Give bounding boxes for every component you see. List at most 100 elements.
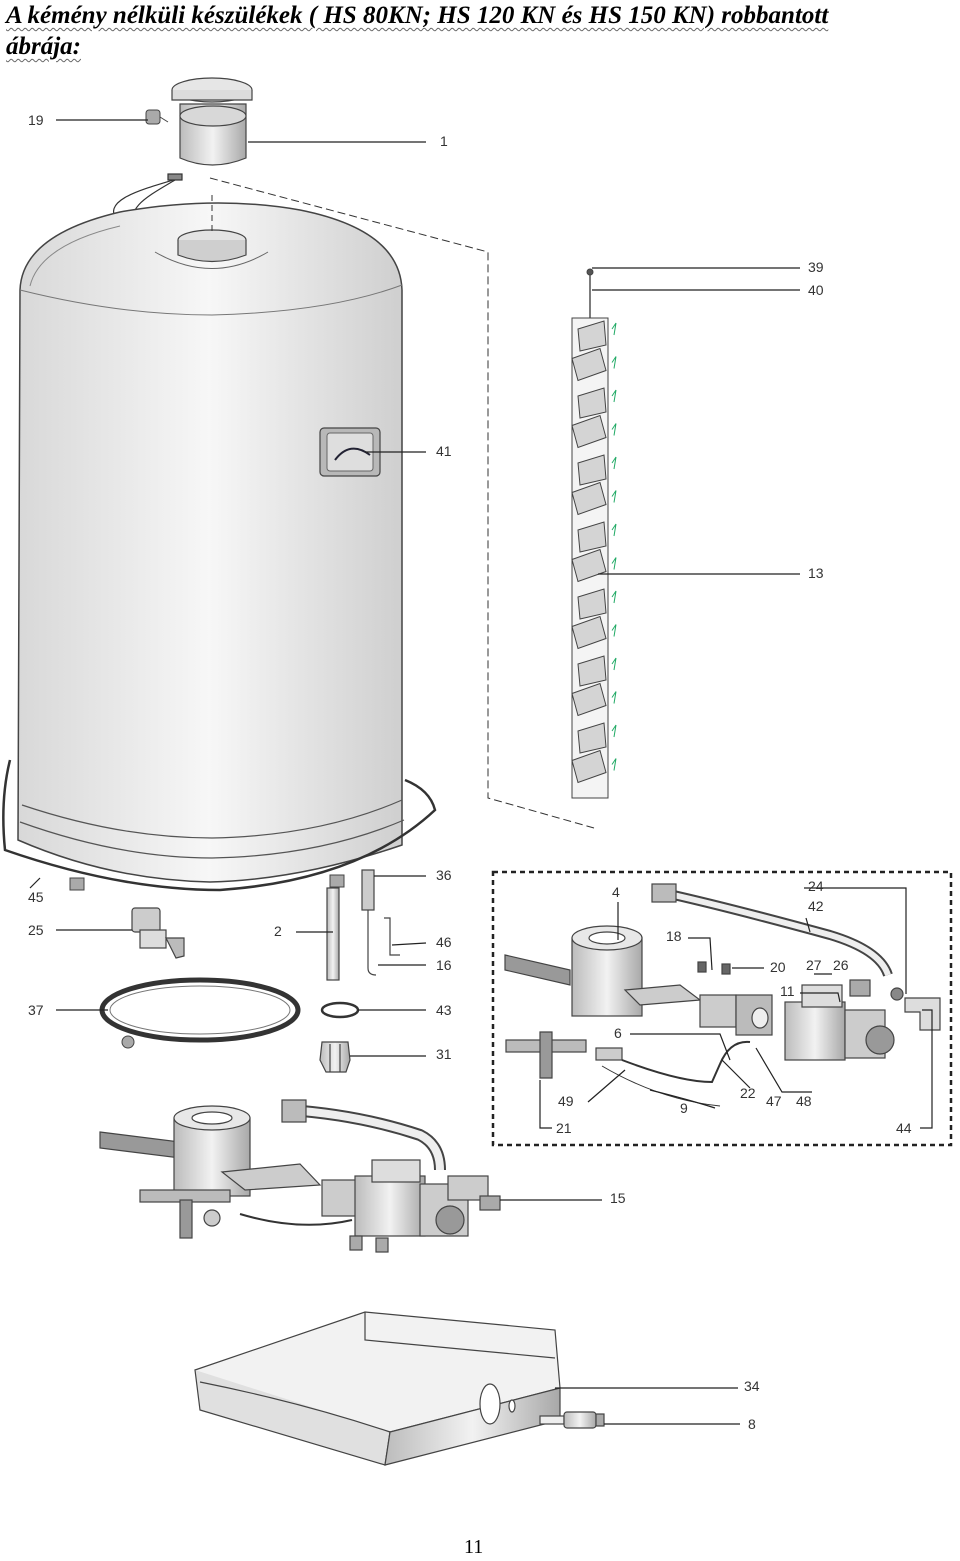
sensor-part (145, 109, 169, 125)
baffle-fin (571, 548, 607, 583)
label-49: 49 (558, 1093, 574, 1109)
label-4: 4 (612, 884, 620, 900)
baffle-fin (577, 521, 607, 553)
label-39: 39 (808, 259, 824, 275)
baffle-fin-tip (611, 389, 617, 403)
drain-valve (131, 907, 185, 959)
baffle-fin (571, 682, 607, 717)
gasket-ring (320, 1001, 360, 1019)
leader-lines (29, 119, 933, 1425)
label-46: 46 (436, 934, 452, 950)
baffle-fin-tip (611, 758, 617, 771)
nut-fitting (319, 1041, 351, 1073)
baffle-fin-tip (611, 657, 617, 671)
label-11: 11 (780, 983, 795, 999)
anode-rod (326, 887, 340, 981)
baffle-fin-tip (611, 624, 617, 637)
baffle-fin-tip (611, 691, 617, 704)
leader-line (721, 1059, 751, 1089)
baffle-fin (577, 722, 607, 754)
leader-line (649, 1089, 716, 1109)
base-ring (99, 977, 301, 1049)
label-26: 26 (833, 957, 849, 973)
title-line-1: A kémény nélküli készülékek ( HS 80KN; H… (6, 2, 829, 29)
title-line-2: ábrája: (6, 33, 81, 60)
label-2: 2 (274, 923, 282, 939)
baffle-fin-tip (611, 490, 617, 503)
leader-line (587, 1069, 626, 1103)
burner-assembly-variant (504, 883, 941, 1107)
baffle-fin (571, 414, 607, 449)
part-labels: 19 1 39 40 41 13 45 36 25 2 46 16 37 43 … (28, 112, 912, 1432)
label-27: 27 (806, 957, 822, 973)
label-42: 42 (808, 898, 824, 914)
thermometer-gauge (319, 427, 381, 477)
leader-line (630, 1033, 731, 1061)
page-number: 11 (464, 1536, 484, 1558)
leader-line (539, 1080, 552, 1129)
label-20: 20 (770, 959, 786, 975)
leader-line (29, 877, 41, 889)
label-15: 15 (610, 1190, 626, 1206)
leader-line (805, 917, 811, 933)
baffle-fin (571, 481, 607, 516)
burner-assembly (99, 1099, 501, 1253)
baffle-strip (571, 268, 617, 799)
label-44: 44 (896, 1120, 912, 1136)
label-48: 48 (796, 1093, 812, 1109)
baffle-fin-tip (611, 423, 617, 436)
leader-line (688, 937, 713, 971)
label-8: 8 (748, 1416, 756, 1432)
bracket-46 (384, 917, 400, 956)
label-9: 9 (680, 1100, 688, 1116)
variant-parts-box (491, 870, 953, 1147)
label-1: 1 (440, 133, 448, 149)
label-43: 43 (436, 1002, 452, 1018)
label-41: 41 (436, 443, 452, 459)
baffle-fin-tip (611, 322, 617, 336)
explode-line (209, 177, 595, 829)
leader-line (800, 992, 841, 1003)
label-37: 37 (28, 1002, 44, 1018)
label-22: 22 (740, 1085, 756, 1101)
label-34: 34 (744, 1378, 760, 1394)
label-24: 24 (808, 878, 824, 894)
water-heater-tank (2, 202, 437, 892)
label-25: 25 (28, 922, 44, 938)
label-45: 45 (28, 889, 44, 905)
label-19: 19 (28, 112, 44, 128)
baffle-fin (571, 615, 607, 650)
label-18: 18 (666, 928, 682, 944)
leader-line (391, 942, 427, 946)
label-31: 31 (436, 1046, 452, 1062)
label-47: 47 (766, 1093, 782, 1109)
label-6: 6 (614, 1025, 622, 1041)
baffle-fin (577, 320, 607, 352)
baffle-fin (577, 454, 607, 486)
baffle-fin-tip (611, 456, 617, 470)
label-21: 21 (556, 1120, 572, 1136)
page-title: A kémény nélküli készülékek ( HS 80KN; H… (6, 0, 956, 62)
bottom-tray (194, 1311, 561, 1466)
baffle-fin-tip (611, 724, 617, 738)
baffle-fin (571, 749, 607, 784)
baffle-fin (571, 347, 607, 382)
igniter (539, 1411, 605, 1429)
thermocouple-tube (361, 869, 377, 976)
baffle-fin (577, 387, 607, 419)
baffle-fin-tip (611, 557, 617, 570)
leader-line (804, 887, 907, 994)
leader-line (755, 1047, 812, 1093)
label-16: 16 (436, 957, 452, 973)
label-13: 13 (808, 565, 824, 581)
baffle-fin-tip (611, 356, 617, 369)
leader-line (920, 1009, 933, 1129)
baffle-fin (577, 588, 607, 620)
flue-cap (171, 77, 253, 166)
baffle-fin-tip (611, 590, 617, 604)
baffle-fin (577, 655, 607, 687)
label-40: 40 (808, 282, 824, 298)
label-36: 36 (436, 867, 452, 883)
baffle-fin-tip (611, 523, 617, 537)
